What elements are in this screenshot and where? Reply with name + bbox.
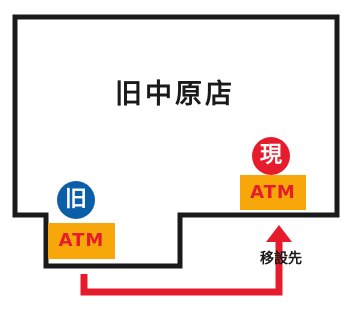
old-atm-box: ATM [48, 223, 115, 259]
new-atm-box: ATM [240, 175, 306, 210]
old-badge: 旧 [57, 181, 95, 219]
store-wall-outline [12, 14, 340, 269]
store-name: 旧中原店 [115, 79, 235, 110]
relocation-label: 移設先 [260, 251, 302, 267]
relocation-arrow-line [80, 240, 283, 296]
new-badge: 現 [252, 137, 290, 175]
relocation-arrow-head [266, 225, 292, 242]
